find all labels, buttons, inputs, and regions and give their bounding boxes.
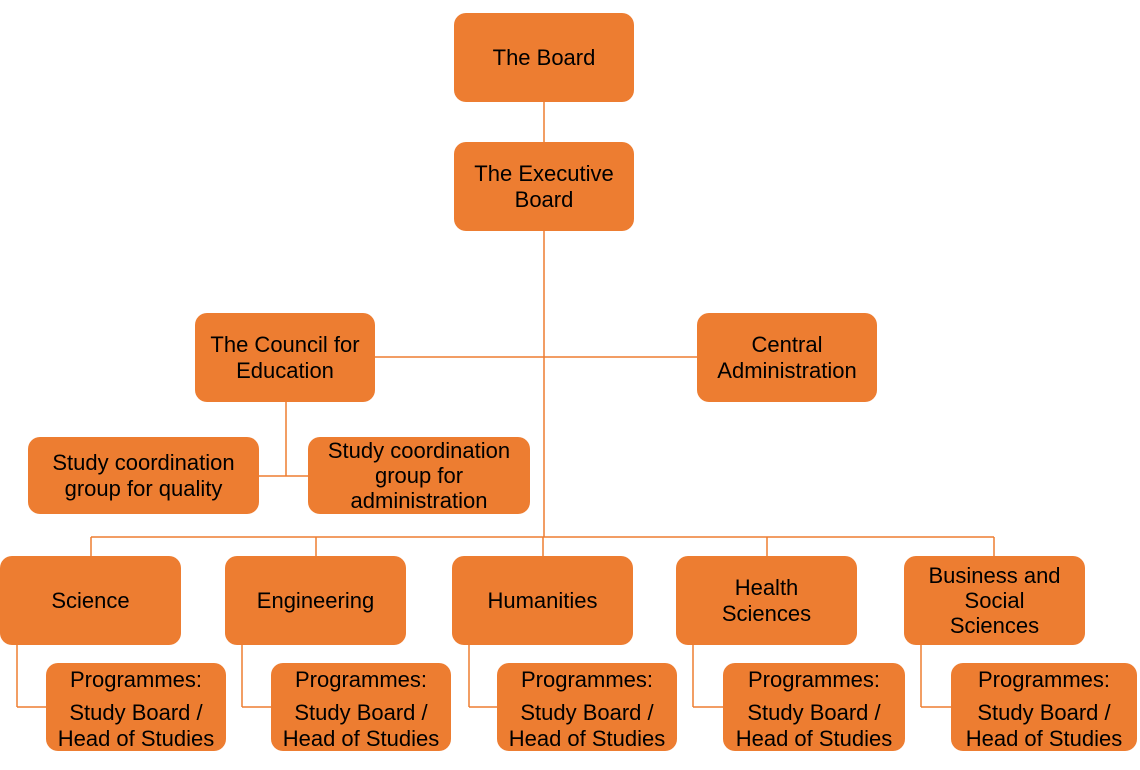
node-label: Central — [751, 332, 823, 358]
node-label: Humanities — [487, 587, 598, 613]
node-label: Study coordination — [327, 437, 511, 463]
node-label: Sciences — [721, 600, 812, 626]
node-label: Sciences — [949, 613, 1040, 639]
node-label: Health — [734, 575, 799, 601]
node-label: Business and — [928, 562, 1061, 588]
administration-group-node: Study coordination group for administrat… — [308, 437, 530, 514]
programmes-title: Programmes: — [294, 667, 428, 692]
node-label: Head of Studies — [57, 725, 215, 751]
node-label: Science — [51, 587, 130, 613]
node-label: Board — [514, 186, 574, 212]
programmes-business-social-sciences-node: Programmes: Study Board / Head of Studie… — [951, 663, 1137, 751]
node-label: Head of Studies — [735, 725, 893, 751]
node-label: Administration — [717, 357, 857, 383]
node-label: Study Board / — [294, 700, 428, 726]
node-label: Head of Studies — [282, 725, 440, 751]
programmes-health-sciences-node: Programmes: Study Board / Head of Studie… — [723, 663, 905, 751]
programmes-title: Programmes: — [69, 667, 203, 692]
node-label: Study Board / — [69, 700, 203, 726]
node-label: The Executive — [474, 161, 614, 187]
faculty-business-social-sciences-node: Business and Social Sciences — [904, 556, 1085, 645]
faculty-science-node: Science — [0, 556, 181, 645]
faculty-humanities-node: Humanities — [452, 556, 633, 645]
central-administration-node: Central Administration — [697, 313, 877, 402]
executive-board-node: The Executive Board — [454, 142, 634, 231]
node-label: The Council for — [210, 332, 360, 358]
node-label: Study Board / — [747, 700, 881, 726]
node-label: group for — [374, 462, 464, 488]
programmes-title: Programmes: — [520, 667, 654, 692]
node-label: The Board — [492, 44, 596, 70]
node-label: Education — [236, 357, 334, 383]
programmes-science-node: Programmes: Study Board / Head of Studie… — [46, 663, 226, 751]
node-label: Study Board / — [520, 700, 654, 726]
node-label: group for quality — [64, 475, 223, 501]
node-label: Head of Studies — [508, 725, 666, 751]
node-label: Study Board / — [977, 700, 1111, 726]
programmes-title: Programmes: — [977, 667, 1111, 692]
faculty-engineering-node: Engineering — [225, 556, 406, 645]
node-label: Study coordination — [52, 450, 235, 476]
node-label: administration — [350, 488, 488, 514]
programmes-title: Programmes: — [747, 667, 881, 692]
programmes-humanities-node: Programmes: Study Board / Head of Studie… — [497, 663, 677, 751]
board-node: The Board — [454, 13, 634, 102]
node-label: Social — [964, 587, 1025, 613]
faculty-health-sciences-node: Health Sciences — [676, 556, 857, 645]
council-for-education-node: The Council for Education — [195, 313, 375, 402]
programmes-engineering-node: Programmes: Study Board / Head of Studie… — [271, 663, 451, 751]
node-label: Engineering — [256, 587, 375, 613]
node-label: Head of Studies — [965, 725, 1123, 751]
quality-group-node: Study coordination group for quality — [28, 437, 259, 514]
